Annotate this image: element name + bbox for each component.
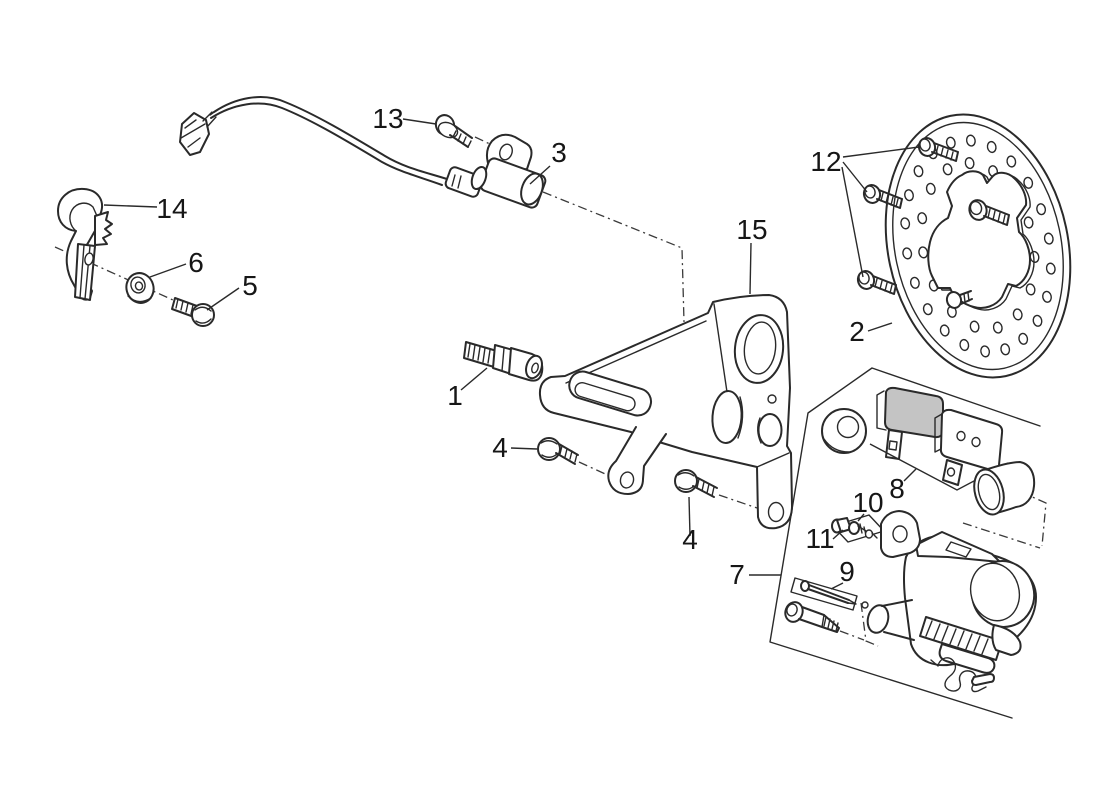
- speed-sensor: [444, 133, 547, 209]
- bracket-lower-foot: [607, 426, 667, 495]
- bracket-screw-upper: [537, 437, 579, 465]
- cable-connector: [179, 112, 210, 156]
- part-label-7: 7: [729, 559, 745, 590]
- brake-pads: [821, 386, 1036, 516]
- disc-hub-cutout: [927, 170, 1035, 311]
- disc-bolts: [856, 137, 1010, 309]
- brake-disc: [884, 113, 1072, 379]
- part-label-1: 1: [447, 380, 463, 411]
- pad-pin-kit: [790, 577, 869, 611]
- caliper-piston: [973, 461, 1036, 516]
- part-label-2: 2: [849, 316, 865, 347]
- clamp-cam: [94, 211, 113, 246]
- caliper-mount-bolt: [784, 601, 840, 633]
- caliper-bracket: [538, 294, 793, 530]
- part-label-14: 14: [156, 193, 187, 224]
- clamp-screw: [171, 297, 215, 327]
- bracket-pin-bolt: [463, 341, 544, 382]
- part-label-8: 8: [889, 473, 905, 504]
- part-label-12: 12: [810, 146, 841, 177]
- part-labels: 1 2 3 4 4 5 6 7 8 9 10 11 12 13 14 15: [156, 103, 904, 590]
- brake-caliper: [866, 510, 1037, 674]
- caliper-kit-box: [769, 367, 1041, 719]
- part-label-11: 11: [805, 523, 834, 554]
- bleed-valve: [831, 514, 885, 543]
- part-label-5: 5: [242, 270, 258, 301]
- part-label-13: 13: [372, 103, 403, 134]
- part-label-3: 3: [551, 137, 567, 168]
- part-label-6: 6: [188, 247, 204, 278]
- part-label-15: 15: [736, 214, 767, 245]
- cable-clamp: [57, 187, 113, 301]
- sensor-bolt: [434, 114, 473, 148]
- part-label-10: 10: [852, 487, 883, 518]
- bracket-screw-lower: [674, 469, 718, 498]
- pad-spring-clip: [930, 657, 995, 693]
- part-label-4b: 4: [682, 524, 698, 555]
- washer: [125, 272, 155, 304]
- sensor-cable: [179, 96, 448, 186]
- part-label-4a: 4: [492, 432, 508, 463]
- leader-lines: [103, 118, 920, 590]
- disc-drill-holes: [900, 134, 1056, 358]
- part-label-9: 9: [839, 556, 855, 587]
